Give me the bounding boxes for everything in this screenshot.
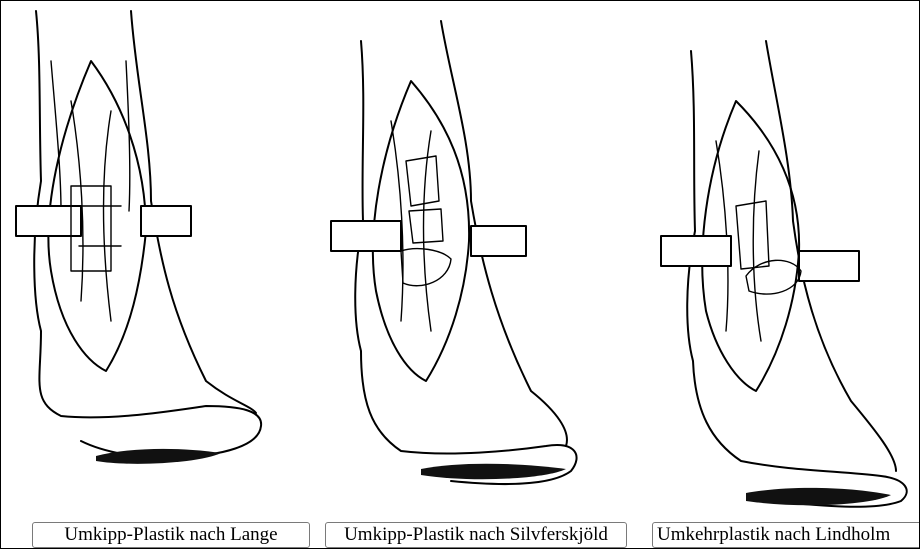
foot-drawing-silvferskjold [321,1,641,549]
retractor-left [331,221,401,251]
retractor-left [661,236,731,266]
illustration-silvferskjold [321,1,641,549]
sole-shadow [746,488,891,505]
caption-lange: Umkipp-Plastik nach Lange [32,522,310,548]
illustration-lange [1,1,311,549]
sole-shadow [96,449,221,464]
illustration-lindholm [651,1,920,549]
retractor-right [471,226,526,256]
sole-shadow [421,464,566,480]
caption-lindholm: Umkehrplastik nach Lindholm [652,522,920,548]
retractor-right [141,206,191,236]
foot-drawing-lange [1,1,311,549]
foot-drawing-lindholm [651,1,920,549]
retractor-right [799,251,859,281]
caption-silvferskjold: Umkipp-Plastik nach Silvferskjöld [325,522,627,548]
